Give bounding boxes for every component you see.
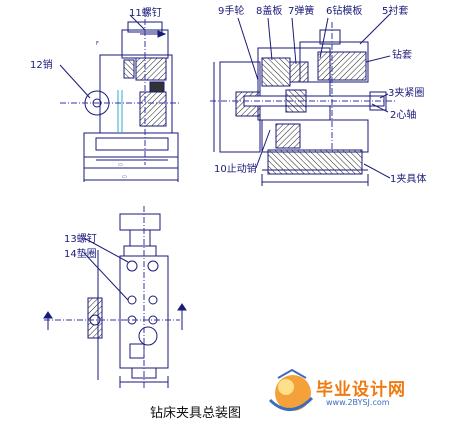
svg-text:▭: ▭ <box>122 174 127 180</box>
label-10-stop-pin: 10止动销 <box>214 164 257 175</box>
label-11-screw: 11螺钉 <box>129 8 162 19</box>
side-view-dim-text: ▭ ▭ F <box>96 41 127 180</box>
watermark-url: www.2BYSJ.com <box>326 398 390 407</box>
label-8-cover: 8盖板 <box>256 6 283 17</box>
watermark-text: 毕业设计网 <box>316 380 406 400</box>
label-2-spindle: 2心轴 <box>390 110 417 121</box>
label-3-clamp-ring: 3夹紧圈 <box>388 88 425 99</box>
label-drill-sleeve: 钻套 <box>392 50 412 61</box>
svg-text:▭: ▭ <box>118 162 123 168</box>
front-section-view <box>210 13 395 186</box>
side-view <box>59 8 180 182</box>
drawing-caption: 钻床夹具总装图 <box>150 406 242 421</box>
label-7-spring: 7弹簧 <box>288 6 315 17</box>
label-13-screw: 13螺钉 <box>64 234 97 245</box>
label-6-drill-plate: 6钻模板 <box>326 6 363 17</box>
svg-text:F: F <box>96 41 99 47</box>
top-plan-view <box>43 206 187 388</box>
watermark-logo <box>268 368 314 411</box>
label-1-fixture-body: 1夹具体 <box>390 174 427 185</box>
label-14-washer: 14垫圈 <box>64 249 97 260</box>
label-12-pin: 12销 <box>30 60 53 71</box>
label-9-handwheel: 9手轮 <box>218 6 245 17</box>
label-5-bushing: 5衬套 <box>382 6 409 17</box>
